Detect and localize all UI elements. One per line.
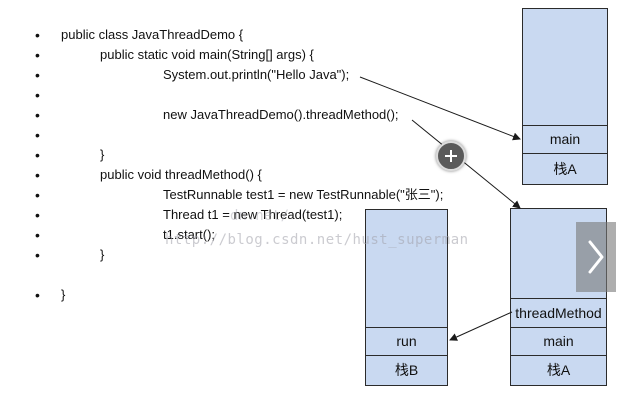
code-line: public class JavaThreadDemo { <box>61 27 244 42</box>
bullet: • <box>35 287 40 303</box>
bullet: • <box>35 147 40 163</box>
bullet: • <box>35 167 40 183</box>
bullet: • <box>35 67 40 83</box>
bullet: • <box>35 27 40 43</box>
stack-empty-area <box>366 210 447 327</box>
next-image-button[interactable] <box>576 222 616 292</box>
stack-caption: 栈A <box>523 153 607 184</box>
stack-caption: 栈B <box>366 355 447 385</box>
list-item: • public void threadMethod() { <box>0 165 500 185</box>
list-item: • public static void main(String[] args)… <box>0 45 500 65</box>
list-item: • public class JavaThreadDemo { <box>0 25 500 45</box>
code-bullet-list: • public class JavaThreadDemo { • public… <box>0 25 500 305</box>
chevron-right-icon <box>588 240 604 274</box>
code-line: Thread t1 = new Thread(test1); <box>163 207 343 222</box>
stack-frame-main: main <box>511 327 606 355</box>
list-item: • <box>0 125 500 145</box>
code-line: } <box>100 247 105 262</box>
bullet: • <box>35 247 40 263</box>
code-line: } <box>100 147 105 162</box>
watermark-fragment: dn.net/ <box>230 208 290 224</box>
code-line: public void threadMethod() { <box>100 167 262 182</box>
code-line: t1.start(); <box>163 227 216 242</box>
code-line: } <box>61 287 66 302</box>
zoom-button[interactable] <box>436 141 466 171</box>
stack-b: run 栈B <box>365 209 448 386</box>
arrow-threadmethod-to-run <box>449 311 513 341</box>
list-item: • t1.start(); <box>0 225 500 245</box>
list-item: • TestRunnable test1 = new TestRunnable(… <box>0 185 500 205</box>
stack-a-bottom: threadMethod main 栈A <box>510 208 607 386</box>
stack-caption: 栈A <box>511 355 606 385</box>
code-line: public static void main(String[] args) { <box>100 47 314 62</box>
stack-empty-area <box>523 9 607 125</box>
list-item: • } <box>0 145 500 165</box>
stack-frame-threadmethod: threadMethod <box>511 298 606 327</box>
list-item: • } <box>0 285 500 305</box>
stack-frame-main: main <box>523 125 607 153</box>
bullet: • <box>35 207 40 223</box>
stack-a-top: main 栈A <box>522 8 608 185</box>
bullet: • <box>35 187 40 203</box>
bullet: • <box>35 107 40 123</box>
list-item: • new JavaThreadDemo().threadMethod(); <box>0 105 500 125</box>
code-line: new JavaThreadDemo().threadMethod(); <box>163 107 399 122</box>
bullet: • <box>35 127 40 143</box>
list-item: • Thread t1 = new Thread(test1); <box>0 205 500 225</box>
watermark: http://blog.csdn.net/hust_superman <box>165 232 469 248</box>
code-line: System.out.println("Hello Java"); <box>163 67 350 82</box>
bullet: • <box>35 87 40 103</box>
bullet: • <box>35 47 40 63</box>
list-item: • <box>0 85 500 105</box>
bullet: • <box>35 227 40 243</box>
stack-frame-run: run <box>366 327 447 355</box>
code-line: TestRunnable test1 = new TestRunnable("张… <box>163 187 444 202</box>
list-item: • } <box>0 245 500 265</box>
list-item: • System.out.println("Hello Java"); <box>0 65 500 85</box>
